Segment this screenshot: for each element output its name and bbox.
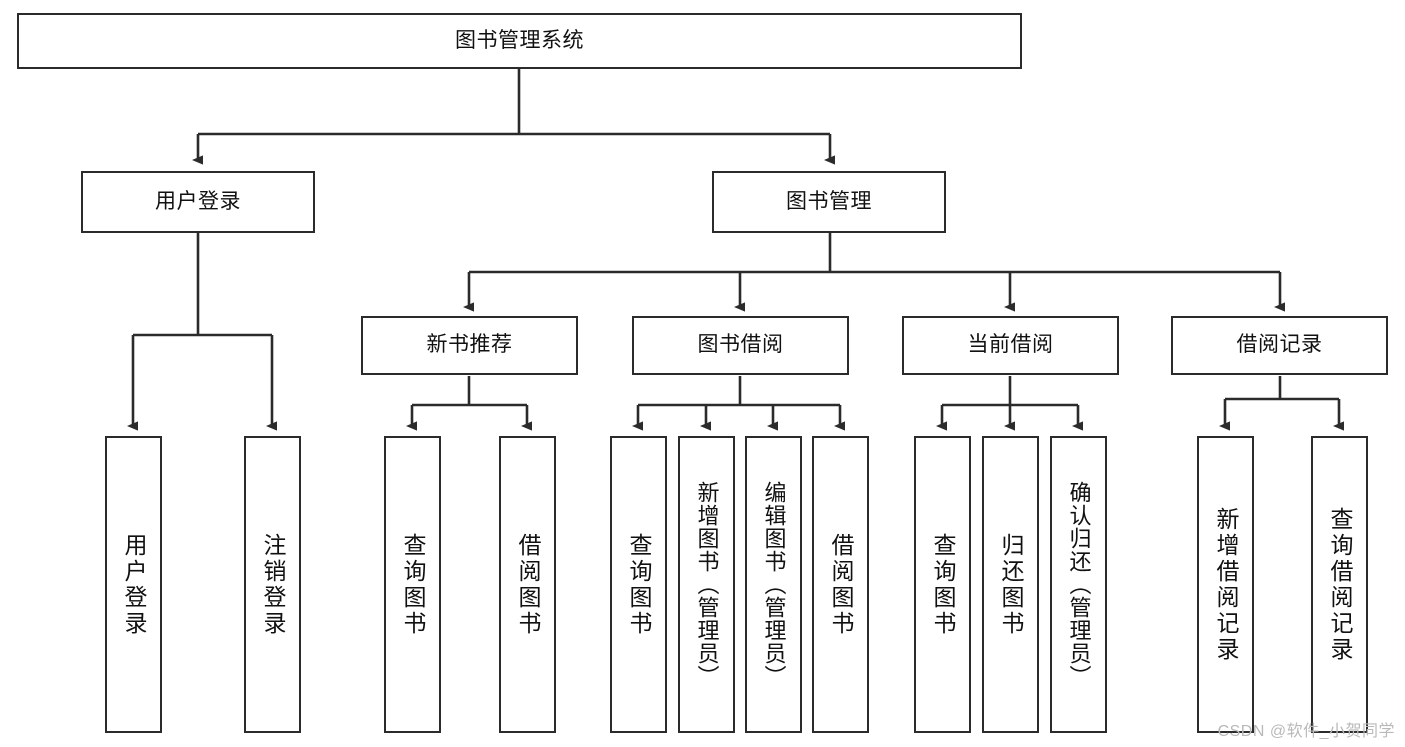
node-leaf-confirm-return-label: 确认归还（管理员） [1066, 481, 1092, 688]
node-leaf-user-login-label: 用户登录 [121, 532, 147, 637]
node-borrow-record[interactable]: 借阅记录 [1171, 316, 1388, 375]
node-current-borrow-label: 当前借阅 [967, 333, 1054, 357]
node-leaf-add-record-label: 新增借阅记录 [1213, 506, 1239, 663]
node-leaf-borrow-book-1[interactable]: 借阅图书 [499, 436, 556, 733]
node-user-login[interactable]: 用户登录 [81, 171, 315, 233]
node-leaf-user-login[interactable]: 用户登录 [105, 436, 162, 733]
node-leaf-logout[interactable]: 注销登录 [244, 436, 301, 733]
node-leaf-confirm-return[interactable]: 确认归还（管理员） [1050, 436, 1107, 733]
node-book-borrow-label: 图书借阅 [697, 333, 784, 357]
node-leaf-borrow-book-1-label: 借阅图书 [515, 532, 541, 637]
node-borrow-record-label: 借阅记录 [1236, 333, 1323, 357]
node-leaf-add-book[interactable]: 新增图书（管理员） [678, 436, 735, 733]
node-book-borrow[interactable]: 图书借阅 [632, 316, 849, 375]
node-leaf-borrow-book-2[interactable]: 借阅图书 [812, 436, 869, 733]
node-book-manage[interactable]: 图书管理 [712, 171, 946, 233]
node-leaf-query-book-3-label: 查询图书 [930, 532, 956, 637]
node-new-book-rec[interactable]: 新书推荐 [361, 316, 578, 375]
node-new-book-rec-label: 新书推荐 [426, 333, 513, 357]
node-book-manage-label: 图书管理 [786, 189, 872, 213]
node-current-borrow[interactable]: 当前借阅 [902, 316, 1119, 375]
node-leaf-return-book[interactable]: 归还图书 [982, 436, 1039, 733]
node-leaf-logout-label: 注销登录 [260, 532, 286, 637]
node-leaf-query-record-label: 查询借阅记录 [1327, 506, 1353, 663]
node-leaf-query-book-1[interactable]: 查询图书 [384, 436, 441, 733]
node-leaf-edit-book[interactable]: 编辑图书（管理员） [745, 436, 802, 733]
node-leaf-query-book-3[interactable]: 查询图书 [914, 436, 971, 733]
node-root[interactable]: 图书管理系统 [17, 13, 1022, 69]
node-leaf-query-record[interactable]: 查询借阅记录 [1311, 436, 1368, 733]
node-leaf-query-book-2-label: 查询图书 [626, 532, 652, 637]
node-user-login-label: 用户登录 [155, 189, 241, 213]
node-leaf-add-record[interactable]: 新增借阅记录 [1197, 436, 1254, 733]
node-leaf-borrow-book-2-label: 借阅图书 [828, 532, 854, 637]
node-leaf-add-book-label: 新增图书（管理员） [694, 481, 720, 688]
node-root-label: 图书管理系统 [455, 28, 584, 52]
node-leaf-query-book-2[interactable]: 查询图书 [610, 436, 667, 733]
node-leaf-return-book-label: 归还图书 [998, 532, 1024, 637]
node-leaf-edit-book-label: 编辑图书（管理员） [761, 481, 787, 688]
node-leaf-query-book-1-label: 查询图书 [400, 532, 426, 637]
